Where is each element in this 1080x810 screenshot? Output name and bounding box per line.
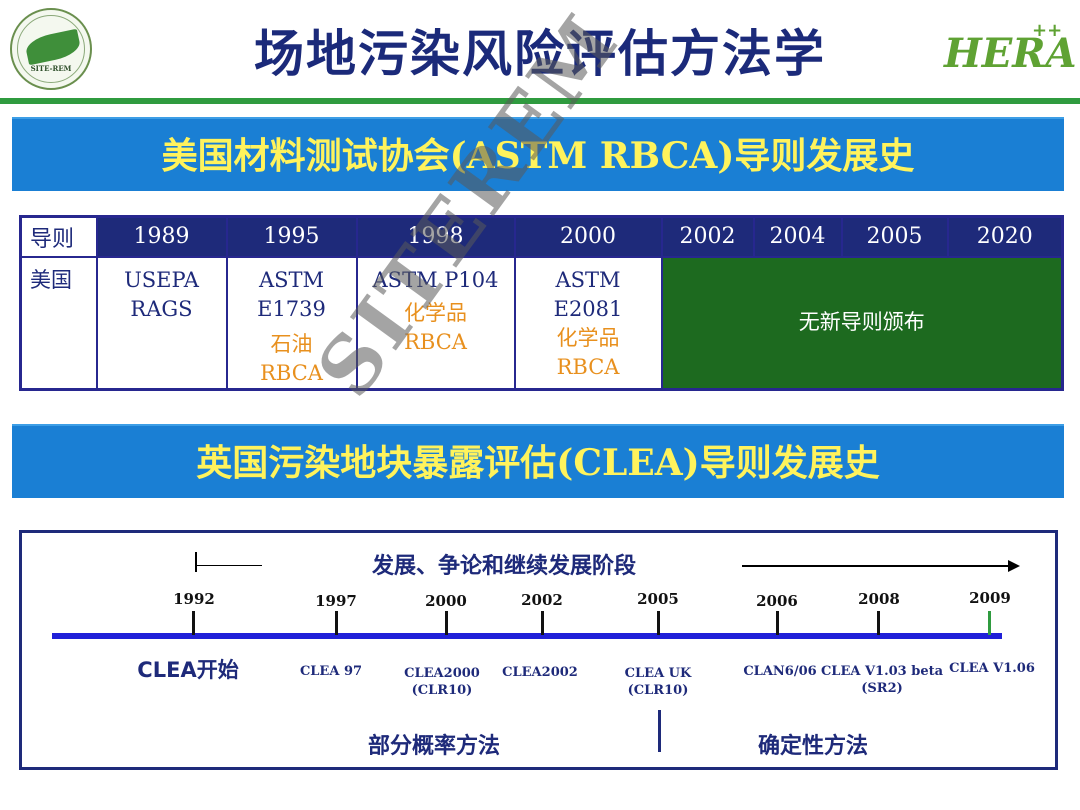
timeline-year: 2008 <box>858 590 900 608</box>
cell-note: RBCA <box>260 360 323 385</box>
cell-note: 化学品 <box>556 325 620 350</box>
header-divider <box>0 98 1080 104</box>
event-label-main: CLEA V1.03 beta <box>820 664 944 679</box>
timeline-tick <box>445 611 448 635</box>
year-cell: 2000 <box>513 215 663 258</box>
cell-line: E1739 <box>257 296 326 321</box>
guideline-cell-2000: ASTM E2081 化学品 RBCA <box>513 255 663 390</box>
timeline-year: 2006 <box>756 592 798 610</box>
astm-section-banner: 美国材料测试协会(ASTM RBCA)导则发展史 <box>12 117 1064 191</box>
year-cell: 1989 <box>95 215 228 258</box>
timeline-event-label: CLEA V1.03 beta (SR2) <box>821 663 943 697</box>
cell-line: RAGS <box>130 296 193 321</box>
timeline-event-label: CLEA 97 <box>299 664 363 679</box>
row-label: 美国 <box>19 255 98 390</box>
timeline-event-label: CLEA2000 (CLR10) <box>404 665 480 699</box>
logo-left-text: SITE-REM <box>30 64 72 73</box>
year-cell: 2005 <box>840 215 949 258</box>
year-cell: 2020 <box>946 215 1064 258</box>
cell-line: ASTM <box>555 267 621 292</box>
timeline-tick-current <box>988 611 991 635</box>
phase-title: 发展、争论和继续发展阶段 <box>372 554 637 579</box>
cell-note: 化学品 <box>404 300 467 325</box>
method-left-label: 部分概率方法 <box>368 734 501 759</box>
timeline-year: 2005 <box>637 590 679 608</box>
cell-line: E2081 <box>553 296 623 321</box>
timeline-tick <box>192 611 195 635</box>
timeline-event-label: CLEA开始 <box>137 658 239 682</box>
table-header-row: 导则 1989 1995 1998 2000 2002 2004 2005 20… <box>19 215 1064 258</box>
hera-logo: HERA ++ <box>936 16 1077 88</box>
timeline-tick <box>776 611 779 635</box>
year-cell: 1998 <box>355 215 516 258</box>
table-row-usa: 美国 USEPA RAGS ASTM E1739 石油 RBCA ASTM P1… <box>19 255 1064 390</box>
method-divider <box>658 710 661 752</box>
guideline-cell-1995: ASTM E1739 石油 RBCA <box>225 255 358 390</box>
event-label-sub: (CLR10) <box>411 683 473 698</box>
clea-section-banner: 英国污染地块暴露评估(CLEA)导则发展史 <box>12 424 1064 498</box>
year-cell: 2002 <box>660 215 755 258</box>
timeline-tick <box>657 611 660 635</box>
cell-note: 石油 <box>270 331 313 356</box>
year-cell: 1995 <box>225 215 358 258</box>
cell-line: USEPA <box>124 267 199 292</box>
timeline-year: 1997 <box>315 592 357 610</box>
guideline-cell-1989: USEPA RAGS <box>95 255 228 390</box>
no-new-guideline-cell: 无新导则颁布 <box>660 255 1064 390</box>
phase-arrow-line <box>742 565 1010 567</box>
timeline-year: 2002 <box>521 591 563 609</box>
event-label-sub: (CLR10) <box>627 683 689 698</box>
phase-start-marker <box>195 552 197 572</box>
astm-banner-text: 美国材料测试协会(ASTM RBCA)导则发展史 <box>161 135 915 177</box>
event-label-main: CLEA UK <box>624 666 692 681</box>
timeline-year: 2009 <box>969 589 1011 607</box>
timeline-tick <box>335 611 338 635</box>
timeline-event-label: CLEA2002 <box>502 665 578 680</box>
hera-logo-text: HERA <box>944 30 1077 77</box>
guideline-cell-1998: ASTM P104 化学品 RBCA <box>355 255 516 390</box>
event-label-main: CLEA2000 <box>404 666 480 681</box>
phase-start-line <box>196 565 262 566</box>
page-title: 场地污染风险评估方法学 <box>254 25 826 83</box>
method-right-label: 确定性方法 <box>758 734 869 759</box>
clea-timeline-panel <box>19 530 1058 770</box>
timeline-event-label: CLEA UK (CLR10) <box>625 665 692 699</box>
timeline-event-label: CLEA V1.06 <box>949 661 1035 676</box>
clea-banner-text: 英国污染地块暴露评估(CLEA)导则发展史 <box>196 442 880 484</box>
cell-note: RBCA <box>556 354 620 379</box>
hera-logo-suffix: ++ <box>1032 20 1063 41</box>
cell-line: ASTM <box>258 267 325 292</box>
timeline-year: 1992 <box>173 590 215 608</box>
timeline-event-label: CLAN6/06 <box>743 664 817 679</box>
timeline-axis <box>52 633 1002 639</box>
event-label-sub: (SR2) <box>861 681 903 696</box>
year-cell: 2004 <box>752 215 843 258</box>
timeline-year: 2000 <box>425 592 467 610</box>
site-rem-logo: SITE-REM <box>10 8 92 90</box>
table-header-label: 导则 <box>19 215 98 258</box>
cell-line: ASTM P104 <box>372 267 499 292</box>
astm-guideline-table: 导则 1989 1995 1998 2000 2002 2004 2005 20… <box>19 215 1064 391</box>
timeline-tick <box>541 611 544 635</box>
timeline-tick <box>877 611 880 635</box>
logo-ring <box>17 15 85 83</box>
arrow-right-icon <box>1008 560 1020 572</box>
cell-note: RBCA <box>404 329 467 354</box>
